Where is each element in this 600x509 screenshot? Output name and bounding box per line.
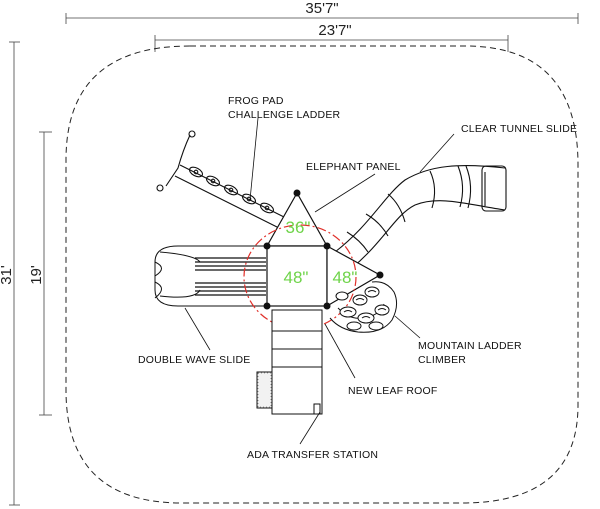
overall-depth-label: 31' xyxy=(0,265,15,285)
square-deck-height: 48" xyxy=(284,268,309,287)
transfer-platform-grip xyxy=(257,372,272,408)
frog-pad-label-line2: CHALLENGE LADDER xyxy=(228,109,341,121)
ada-transfer-station-label: ADA TRANSFER STATION xyxy=(247,449,378,461)
frog-pad-challenge-ladder xyxy=(156,130,301,237)
use-zone-boundary xyxy=(65,45,579,504)
elephant-panel-label: ELEPHANT PANEL xyxy=(306,161,401,173)
new-leaf-roof-label: NEW LEAF ROOF xyxy=(348,385,438,397)
double-wave-slide-label: DOUBLE WAVE SLIDE xyxy=(138,354,251,366)
double-wave-slide xyxy=(154,245,268,307)
clear-tunnel-slide xyxy=(334,165,507,269)
mountain-ladder-label-line2: CLIMBER xyxy=(418,354,466,366)
square-deck xyxy=(266,245,328,307)
new-leaf-roof-outline xyxy=(243,224,357,330)
overall-width-dimension xyxy=(65,13,579,24)
inner-width-label: 23'7" xyxy=(318,22,351,39)
ada-transfer-station xyxy=(256,309,323,415)
clear-tunnel-slide-label: CLEAR TUNNEL SLIDE xyxy=(461,123,577,135)
overall-depth-dimension xyxy=(9,41,20,506)
overall-width-label: 35'7" xyxy=(305,0,338,17)
triangle-deck-height: 36" xyxy=(286,218,311,237)
frog-pad-rungs xyxy=(188,166,275,214)
side-deck-height: 48" xyxy=(333,268,358,287)
inner-depth-label: 19' xyxy=(28,265,45,285)
mountain-ladder-label-line1: MOUNTAIN LADDER xyxy=(418,340,522,352)
inner-depth-dimension xyxy=(39,131,52,416)
deck-structure xyxy=(265,191,382,308)
frog-pad-label-line1: FROG PAD xyxy=(228,95,284,107)
mountain-ladder-climber xyxy=(329,281,398,333)
slide-bed-lines xyxy=(195,257,266,296)
leader-lines xyxy=(184,117,455,445)
deck-posts xyxy=(263,189,384,310)
